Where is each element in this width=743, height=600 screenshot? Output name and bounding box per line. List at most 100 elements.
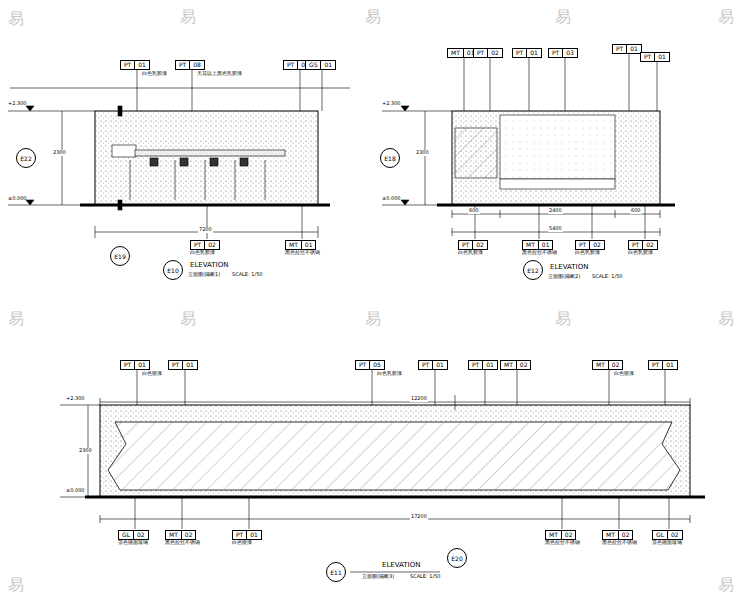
material-code: PT xyxy=(641,53,655,61)
material-number: 01 xyxy=(247,531,261,539)
watermark: 易 xyxy=(180,8,196,26)
section-mark: E20 xyxy=(447,548,467,568)
material-number: 02 xyxy=(590,241,604,249)
section-mark: E11 xyxy=(326,562,346,582)
section-mark: E18 xyxy=(380,148,400,168)
material-number: 01 xyxy=(627,45,641,53)
dimension: 12200 xyxy=(410,396,428,402)
material-code: PT xyxy=(513,49,527,57)
material-tag: PT01 xyxy=(232,530,262,540)
material-code: GL xyxy=(119,531,134,539)
dimension: 17200 xyxy=(410,514,428,520)
dimension: 7200 xyxy=(198,227,213,233)
material-note: 白色乳胶漆 xyxy=(190,250,215,256)
material-tag: PT01 xyxy=(512,48,542,58)
material-number: 08 xyxy=(190,61,204,69)
material-note: 天花以上黑色乳胶漆 xyxy=(196,71,243,77)
material-code: MT xyxy=(603,531,619,539)
material-code: MT xyxy=(286,241,302,249)
material-code: PT xyxy=(121,61,135,69)
material-note: 白色喷漆 xyxy=(613,371,635,377)
material-code: PT xyxy=(419,361,433,369)
material-code: PT xyxy=(176,61,190,69)
material-tag: PT05 xyxy=(355,360,385,370)
material-code: PT xyxy=(191,241,205,249)
material-tag: PT01 xyxy=(640,52,670,62)
material-number: 01 xyxy=(433,361,447,369)
dimension: 2300 xyxy=(52,150,67,156)
material-tag: PT02 xyxy=(628,240,658,250)
material-code: PT xyxy=(629,241,643,249)
material-tag: PT02 xyxy=(190,240,220,250)
material-note: 白色乳胶漆 xyxy=(628,250,653,256)
material-code: MT xyxy=(448,49,464,57)
material-note: 白色乳胶漆 xyxy=(141,71,168,77)
watermark: 易 xyxy=(555,8,571,26)
dimension: 2400 xyxy=(548,208,563,214)
material-number: 02 xyxy=(205,241,219,249)
material-note: 黑色拉丝不锈钢 xyxy=(285,250,320,256)
section-id: E11 xyxy=(330,569,341,576)
material-code: PT xyxy=(549,49,563,57)
material-number: 03 xyxy=(563,49,577,57)
material-number: 02 xyxy=(562,531,576,539)
material-note: 白色乳胶漆 xyxy=(458,250,483,256)
section-id: E10 xyxy=(167,267,178,274)
material-note: 黑色拉丝不锈钢 xyxy=(545,540,580,546)
material-tag: PT01 xyxy=(120,360,150,370)
material-code: PT xyxy=(169,361,183,369)
watermark: 易 xyxy=(8,576,24,594)
material-tag: MT02 xyxy=(165,530,196,540)
material-code: MT xyxy=(166,531,182,539)
scale-note: SCALE: 1/50 xyxy=(410,574,441,580)
dimension: 600 xyxy=(630,208,642,214)
material-number: 01 xyxy=(135,61,149,69)
material-number: 02 xyxy=(609,361,623,369)
watermark: 易 xyxy=(365,310,381,328)
material-note: 茶色镜面玻璃 xyxy=(118,540,148,546)
material-number: 01 xyxy=(321,61,335,69)
material-note: 白色喷漆 xyxy=(232,540,252,546)
material-note: 白色乳胶漆 xyxy=(575,250,600,256)
scale-note: SCALE: 1/50 xyxy=(232,272,263,278)
section-id: E18 xyxy=(384,155,395,162)
material-code: MT xyxy=(593,361,609,369)
material-number: 02 xyxy=(668,531,682,539)
material-tag: PT01 xyxy=(648,360,678,370)
level-mark: ±0.000 xyxy=(66,488,85,494)
material-note: 白色乳胶漆 xyxy=(376,371,403,377)
section-id: E20 xyxy=(451,555,462,562)
view-subtitle: 立面图(隔断1) xyxy=(188,272,220,278)
material-tag: PT03 xyxy=(548,48,578,58)
material-code: PT xyxy=(233,531,247,539)
material-tag: PT01 xyxy=(168,360,198,370)
material-tag: PT01 xyxy=(120,60,150,70)
material-note: 茶色镜面玻璃 xyxy=(652,540,682,546)
material-code: PT xyxy=(474,49,488,57)
level-mark: +2.300 xyxy=(8,101,27,107)
material-tag: PT01 xyxy=(468,360,498,370)
material-number: 02 xyxy=(619,531,633,539)
view-title: ELEVATION xyxy=(550,264,588,272)
material-tag: PT08 xyxy=(175,60,205,70)
material-code: PT xyxy=(649,361,663,369)
material-tag: MT02 xyxy=(500,360,531,370)
material-code: GL xyxy=(653,531,668,539)
watermark: 易 xyxy=(365,8,381,26)
material-note: 白色喷漆 xyxy=(141,371,163,377)
material-number: 01 xyxy=(655,53,669,61)
section-mark: E22 xyxy=(16,148,36,168)
section-mark: E12 xyxy=(523,260,543,280)
material-tag: MT02 xyxy=(545,530,576,540)
material-number: 01 xyxy=(302,241,316,249)
material-tag: PT02 xyxy=(473,48,503,58)
material-number: 02 xyxy=(488,49,502,57)
view-subtitle: 立面图(隔断3) xyxy=(362,574,394,580)
material-code: PT xyxy=(121,361,135,369)
level-mark: +2.300 xyxy=(66,396,85,402)
scale-note: SCALE: 1/50 xyxy=(592,274,623,280)
watermark: 易 xyxy=(718,576,734,594)
material-code: GS xyxy=(306,61,321,69)
view-title: ELEVATION xyxy=(382,562,420,570)
